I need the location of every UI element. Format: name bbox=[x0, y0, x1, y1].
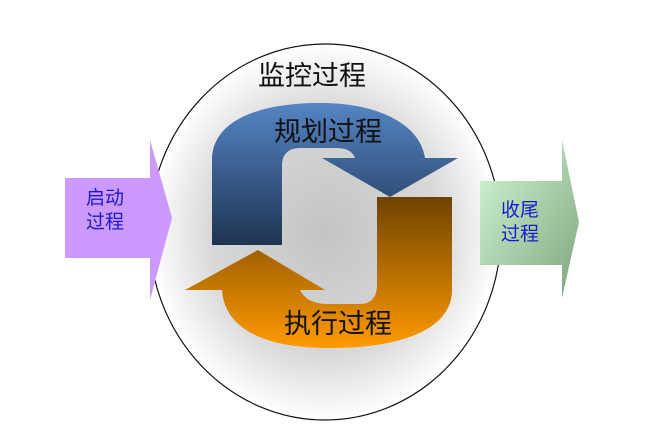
closing-line1: 收尾 bbox=[500, 199, 539, 221]
closing-label: 收尾 过程 bbox=[480, 198, 560, 246]
initiating-arrow bbox=[65, 140, 172, 300]
executing-label: 执行过程 bbox=[284, 309, 392, 340]
planning-label: 规划过程 bbox=[274, 117, 382, 148]
closing-line2: 过程 bbox=[500, 223, 539, 245]
planning-arrow bbox=[212, 103, 458, 245]
initiating-line2: 过程 bbox=[85, 211, 124, 233]
initiating-line1: 启动 bbox=[85, 187, 124, 209]
initiating-label: 启动 过程 bbox=[65, 186, 145, 234]
executing-arrow bbox=[185, 197, 452, 348]
closing-arrow bbox=[480, 140, 579, 298]
monitoring-label: 监控过程 bbox=[258, 61, 366, 92]
